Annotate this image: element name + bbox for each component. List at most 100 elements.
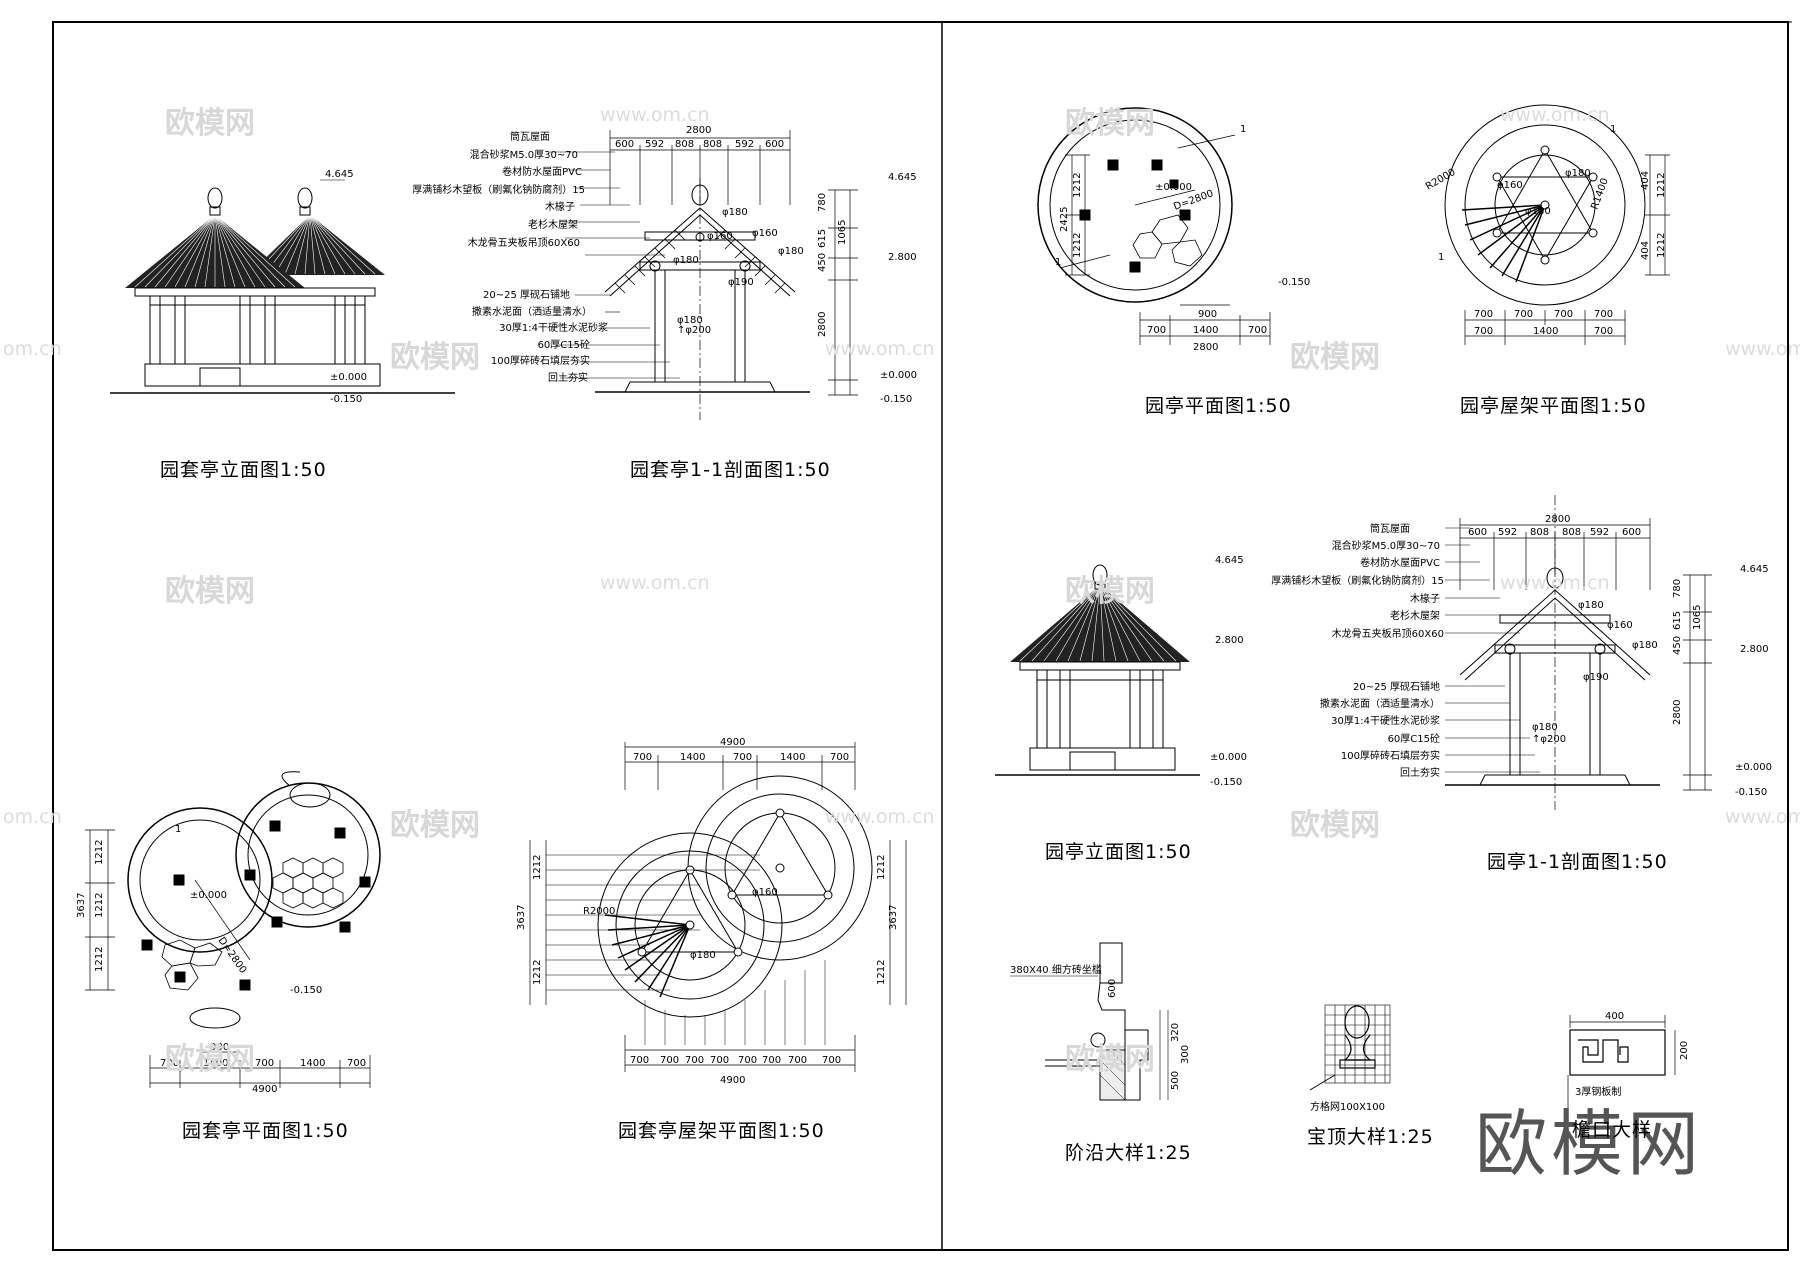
svg-text:方格网100X100: 方格网100X100: [1310, 1100, 1385, 1113]
svg-text:2800: 2800: [1672, 700, 1683, 725]
svg-text:700: 700: [1147, 325, 1166, 336]
svg-text:900: 900: [1198, 309, 1217, 320]
svg-text:808: 808: [1562, 527, 1581, 538]
svg-text:2800: 2800: [817, 312, 828, 337]
svg-text:2800: 2800: [1193, 342, 1218, 353]
svg-text:700: 700: [660, 1055, 679, 1066]
svg-text:450: 450: [1672, 636, 1683, 655]
svg-text:700: 700: [822, 1055, 841, 1066]
svg-text:700: 700: [788, 1055, 807, 1066]
pav-section-notes: 筒瓦屋面 混合砂浆M5.0厚30~70 卷材防水屋面PVC 厚满铺杉木望板（刷氟…: [1271, 522, 1444, 779]
svg-text:-0.150: -0.150: [290, 985, 322, 996]
svg-text:厚满铺杉木望板（刷氟化钠防腐剂）15: 厚满铺杉木望板（刷氟化钠防腐剂）15: [1271, 574, 1444, 587]
svg-text:1212: 1212: [532, 960, 543, 985]
title-pav-section: 园亭1-1剖面图1:50: [1487, 851, 1668, 873]
svg-text:↑φ200: ↑φ200: [677, 325, 711, 336]
svg-text:1400: 1400: [1533, 326, 1558, 337]
svg-text:100厚碎砖石填层夯实: 100厚碎砖石填层夯实: [1341, 749, 1440, 762]
svg-text:2.800: 2.800: [888, 252, 917, 263]
watermark-url: www.om.cn: [1725, 338, 1800, 360]
svg-text:700: 700: [710, 1055, 729, 1066]
svg-text:木龙骨五夹板吊顶60X60: 木龙骨五夹板吊顶60X60: [468, 236, 580, 249]
svg-text:φ190: φ190: [728, 277, 754, 288]
svg-text:φ180: φ180: [673, 255, 699, 266]
svg-text:1: 1: [1240, 124, 1246, 135]
svg-text:600: 600: [1107, 979, 1118, 998]
svg-text:卷材防水屋面PVC: 卷材防水屋面PVC: [502, 165, 582, 178]
svg-text:1065: 1065: [837, 220, 848, 245]
title-top-detail: 宝顶大样1:25: [1307, 1126, 1434, 1148]
svg-text:700: 700: [1594, 326, 1613, 337]
pav-roof-dims: [1464, 154, 1670, 345]
svg-text:φ180: φ180: [677, 315, 703, 326]
svg-text:-0.150: -0.150: [1278, 277, 1310, 288]
svg-text:320: 320: [1170, 1023, 1181, 1042]
svg-text:↑φ200: ↑φ200: [1532, 734, 1566, 745]
suite-plan-drawing: [127, 771, 381, 1029]
svg-text:700: 700: [630, 1055, 649, 1066]
svg-text:3637: 3637: [516, 905, 527, 930]
svg-text:±0.000: ±0.000: [330, 372, 367, 383]
pav-section-drawing: [1445, 495, 1660, 810]
suite-section-notes: 筒瓦屋面 混合砂浆M5.0厚30~70 卷材防水屋面PVC 厚满铺杉木望板（刷氟…: [412, 130, 608, 384]
svg-text:1212: 1212: [1656, 173, 1667, 198]
svg-text:φ160: φ160: [752, 887, 778, 898]
title-pav-elevation: 园亭立面图1:50: [1045, 841, 1192, 863]
svg-text:1212: 1212: [532, 855, 543, 880]
eave-detail-drawing: [1567, 1015, 1676, 1110]
svg-text:100厚碎砖石填层夯实: 100厚碎砖石填层夯实: [491, 354, 590, 367]
svg-text:3637: 3637: [888, 905, 899, 930]
svg-text:回土夯实: 回土夯实: [548, 371, 588, 384]
svg-text:592: 592: [645, 139, 664, 150]
svg-text:300: 300: [1180, 1045, 1191, 1064]
title-step-detail: 阶沿大样1:25: [1065, 1142, 1192, 1164]
svg-text:808: 808: [675, 139, 694, 150]
svg-text:700: 700: [1514, 309, 1533, 320]
svg-text:700: 700: [1474, 309, 1493, 320]
svg-text:700: 700: [160, 1058, 179, 1069]
watermark-url: www.om.cn: [825, 338, 935, 360]
svg-text:404: 404: [1640, 241, 1651, 260]
suite-section-dims: [609, 130, 858, 396]
title-suite-elevation: 园套亭立面图1:50: [160, 459, 327, 481]
svg-text:φ180: φ180: [722, 207, 748, 218]
svg-text:R2000: R2000: [1424, 167, 1458, 193]
svg-text:撒素水泥面（洒适量清水）: 撒素水泥面（洒适量清水）: [472, 305, 592, 318]
step-detail-drawing: [1045, 942, 1169, 1101]
svg-text:700: 700: [830, 752, 849, 763]
svg-text:木椽子: 木椽子: [545, 200, 575, 213]
svg-text:筒瓦屋面: 筒瓦屋面: [510, 130, 550, 143]
svg-text:615: 615: [817, 229, 828, 248]
svg-text:R2000: R2000: [583, 906, 615, 917]
svg-text:-0.150: -0.150: [1210, 777, 1242, 788]
svg-text:20~25 厚砚石铺地: 20~25 厚砚石铺地: [483, 288, 570, 301]
svg-text:900: 900: [210, 1042, 229, 1053]
svg-text:1212: 1212: [94, 840, 105, 865]
sheet-frame: [52, 21, 1789, 1251]
svg-text:φ180: φ180: [1532, 722, 1558, 733]
svg-text:30厚1:4干硬性水泥砂浆: 30厚1:4干硬性水泥砂浆: [1331, 714, 1440, 727]
watermark-url: om.cn: [3, 806, 62, 828]
svg-text:600: 600: [615, 139, 634, 150]
svg-text:1212: 1212: [94, 893, 105, 918]
svg-text:φ180: φ180: [1578, 600, 1604, 611]
svg-text:φ160: φ160: [1497, 180, 1523, 191]
svg-text:混合砂浆M5.0厚30~70: 混合砂浆M5.0厚30~70: [1332, 539, 1440, 552]
svg-text:φ160: φ160: [752, 228, 778, 239]
svg-text:404: 404: [1640, 171, 1651, 190]
watermark-logo: 欧模网: [165, 574, 255, 609]
svg-text:30厚1:4干硬性水泥砂浆: 30厚1:4干硬性水泥砂浆: [499, 321, 608, 334]
svg-text:700: 700: [633, 752, 652, 763]
title-suite-roof-plan: 园套亭屋架平面图1:50: [618, 1120, 825, 1142]
svg-text:筒瓦屋面: 筒瓦屋面: [1370, 522, 1410, 535]
watermark-url: www.om.cn: [1500, 104, 1610, 126]
pav-elevation-drawing: [995, 564, 1200, 776]
svg-text:1212: 1212: [1072, 233, 1083, 258]
svg-text:φ160: φ160: [1607, 620, 1633, 631]
svg-text:回土夯实: 回土夯实: [1400, 766, 1440, 779]
svg-text:808: 808: [703, 139, 722, 150]
svg-text:2.800: 2.800: [1740, 644, 1769, 655]
svg-text:600: 600: [1622, 527, 1641, 538]
svg-text:φ180: φ180: [1632, 640, 1658, 651]
svg-text:780: 780: [1672, 579, 1683, 598]
